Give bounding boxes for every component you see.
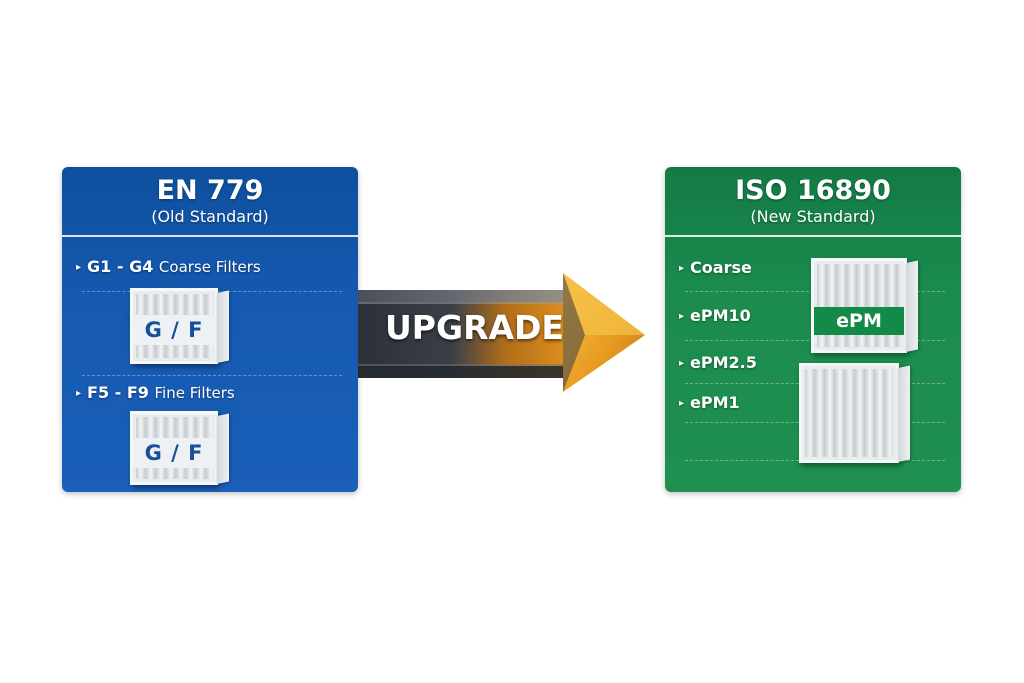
- filter-side: [898, 365, 910, 462]
- filter-side: [217, 290, 229, 363]
- filter-side: [217, 413, 229, 484]
- upgrade-arrow-icon: [358, 273, 645, 392]
- filter-graphic-gf-2: G / F: [130, 411, 229, 485]
- old-item-fine: ▸ F5 - F9 Fine Filters: [76, 383, 235, 402]
- old-item-code: G1 - G4: [87, 257, 154, 276]
- filter-graphic-epm-small: ePM: [811, 258, 918, 353]
- bullet-triangle-icon: ▸: [76, 388, 82, 399]
- filter-graphic-epm-large: [799, 363, 910, 463]
- new-item-label: ePM2.5: [690, 353, 757, 372]
- filter-pleats: [805, 369, 893, 457]
- filter-side: [906, 260, 918, 352]
- new-item-epm10: ▸ ePM10: [679, 306, 751, 325]
- old-item-desc: Coarse Filters: [158, 258, 261, 276]
- new-item-epm25: ▸ ePM2.5: [679, 353, 757, 372]
- new-standard-panel: ISO 16890 (New Standard) ▸Coarse ▸ePM10 …: [665, 167, 961, 492]
- new-item-coarse: ▸ Coarse: [679, 258, 752, 277]
- new-standard-header: ISO 16890 (New Standard): [665, 167, 961, 237]
- bullet-triangle-icon: ▸: [76, 262, 82, 273]
- new-item-label: ePM10: [690, 306, 751, 325]
- old-item-desc: Fine Filters: [154, 384, 235, 402]
- filter-label: ePM: [814, 307, 904, 335]
- upgrade-label: UPGRADE: [385, 308, 564, 347]
- bullet-triangle-icon: ▸: [679, 311, 685, 322]
- old-standard-title: EN 779: [156, 175, 264, 206]
- old-standard-header: EN 779 (Old Standard): [62, 167, 358, 237]
- divider: [82, 375, 342, 376]
- bullet-triangle-icon: ▸: [679, 263, 685, 274]
- old-standard-panel: EN 779 (Old Standard) ▸ G1 - G4 Coarse Fi…: [62, 167, 358, 492]
- filter-label: G / F: [133, 315, 215, 345]
- old-item-code: F5 - F9: [87, 383, 149, 402]
- new-item-epm1: ▸ ePM1: [679, 393, 740, 412]
- filter-graphic-gf-1: G / F: [130, 288, 229, 364]
- new-standard-subtitle: (New Standard): [750, 207, 876, 226]
- new-item-label: Coarse: [690, 258, 752, 277]
- new-item-label: ePM1: [690, 393, 740, 412]
- filter-label: G / F: [133, 438, 215, 468]
- bullet-triangle-icon: ▸: [679, 358, 685, 369]
- bullet-triangle-icon: ▸: [679, 398, 685, 409]
- new-standard-title: ISO 16890: [735, 175, 891, 206]
- old-item-coarse: ▸ G1 - G4 Coarse Filters: [76, 257, 261, 276]
- old-standard-subtitle: (Old Standard): [151, 207, 269, 226]
